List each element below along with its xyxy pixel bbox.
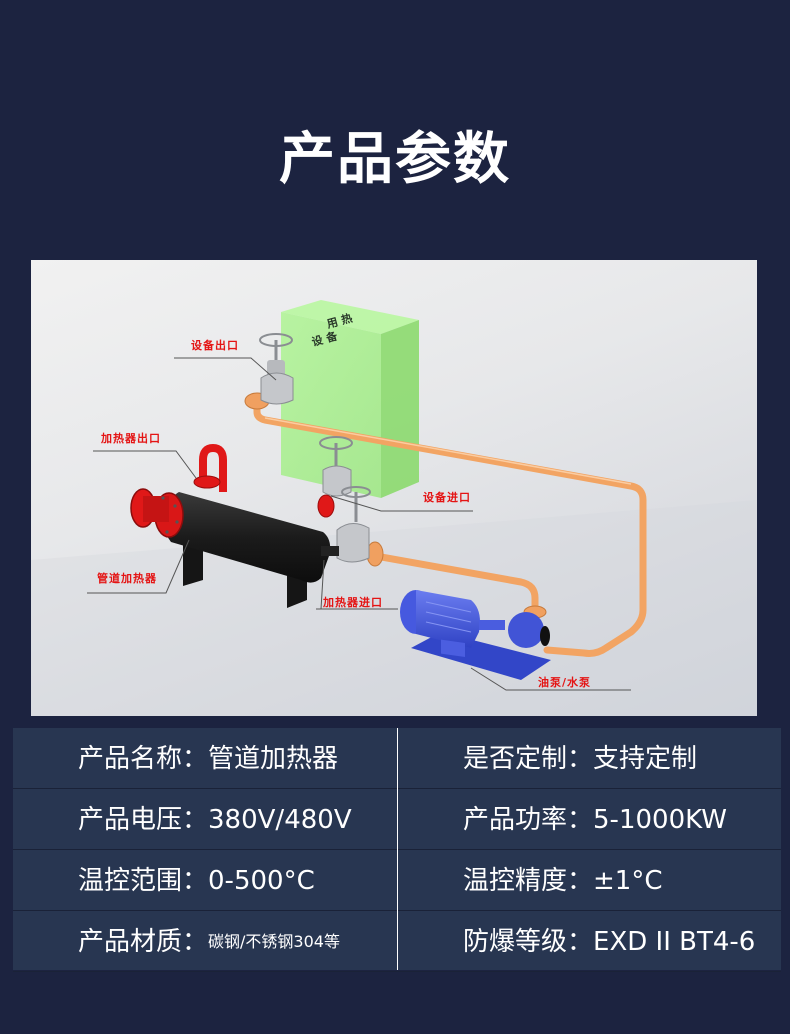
spec-value: 0-500°C [208,865,315,896]
heater-inlet-valve [336,486,371,563]
spec-temp-accuracy: 温控精度：±1°C [463,850,663,910]
callout-equipment-outlet: 设备出口 [191,339,239,352]
spec-value: 管道加热器 [208,743,339,774]
spec-table: 产品名称：管道加热器 是否定制：支持定制 产品电压：380V/480V 产品功率… [13,728,781,972]
spec-product-name: 产品名称：管道加热器 [78,728,338,788]
spec-label: 产品材质： [78,926,209,957]
spec-label: 是否定制： [463,743,594,774]
spec-value: 碳钢/不锈钢304等 [208,931,340,951]
system-diagram: 用 热 设 备 [31,260,757,716]
callout-equipment-inlet: 设备进口 [423,491,471,504]
spec-label: 产品名称： [78,743,209,774]
spec-material: 产品材质：碳钢/不锈钢304等 [78,911,340,971]
spec-value: 支持定制 [593,743,698,774]
diagram-illustration: 用 热 设 备 [31,300,757,716]
svg-text:用 热: 用 热 [325,311,354,331]
column-divider [397,728,398,970]
spec-row: 产品名称：管道加热器 是否定制：支持定制 [13,728,781,789]
spec-label: 产品电压： [78,804,209,835]
spec-label: 温控范围： [78,865,209,896]
return-pipe [253,399,647,657]
svg-text:设 备: 设 备 [310,328,340,348]
spec-value: 380V/480V [208,804,352,835]
spec-explosion-proof: 防爆等级：EXD II BT4-6 [463,911,755,971]
callout-pipeline-heater: 管道加热器 [97,572,157,585]
spec-customizable: 是否定制：支持定制 [463,728,697,788]
spec-label: 产品功率： [463,804,594,835]
spec-value: 5-1000KW [593,804,727,835]
oil-water-pump [400,590,551,680]
heat-equipment-box: 用 热 设 备 [281,300,419,498]
spec-label: 防爆等级： [463,926,594,957]
supply-pipe [372,552,539,614]
equipment-outlet-valve [259,333,294,405]
spec-temp-range: 温控范围：0-500°C [78,850,315,910]
callout-heater-outlet: 加热器出口 [101,432,161,445]
callout-leaders [87,357,631,691]
pipeline-heater [130,443,339,608]
spec-label: 温控精度： [463,865,594,896]
spec-row: 产品材质：碳钢/不锈钢304等 防爆等级：EXD II BT4-6 [13,911,781,972]
spec-voltage: 产品电压：380V/480V [78,789,352,849]
page-title: 产品参数 [279,127,511,192]
callout-pump: 油泵/水泵 [538,676,592,689]
spec-power: 产品功率：5-1000KW [463,789,727,849]
spec-value: ±1°C [593,865,663,896]
spec-value: EXD II BT4-6 [593,926,756,957]
callout-heater-inlet: 加热器进口 [323,596,383,609]
